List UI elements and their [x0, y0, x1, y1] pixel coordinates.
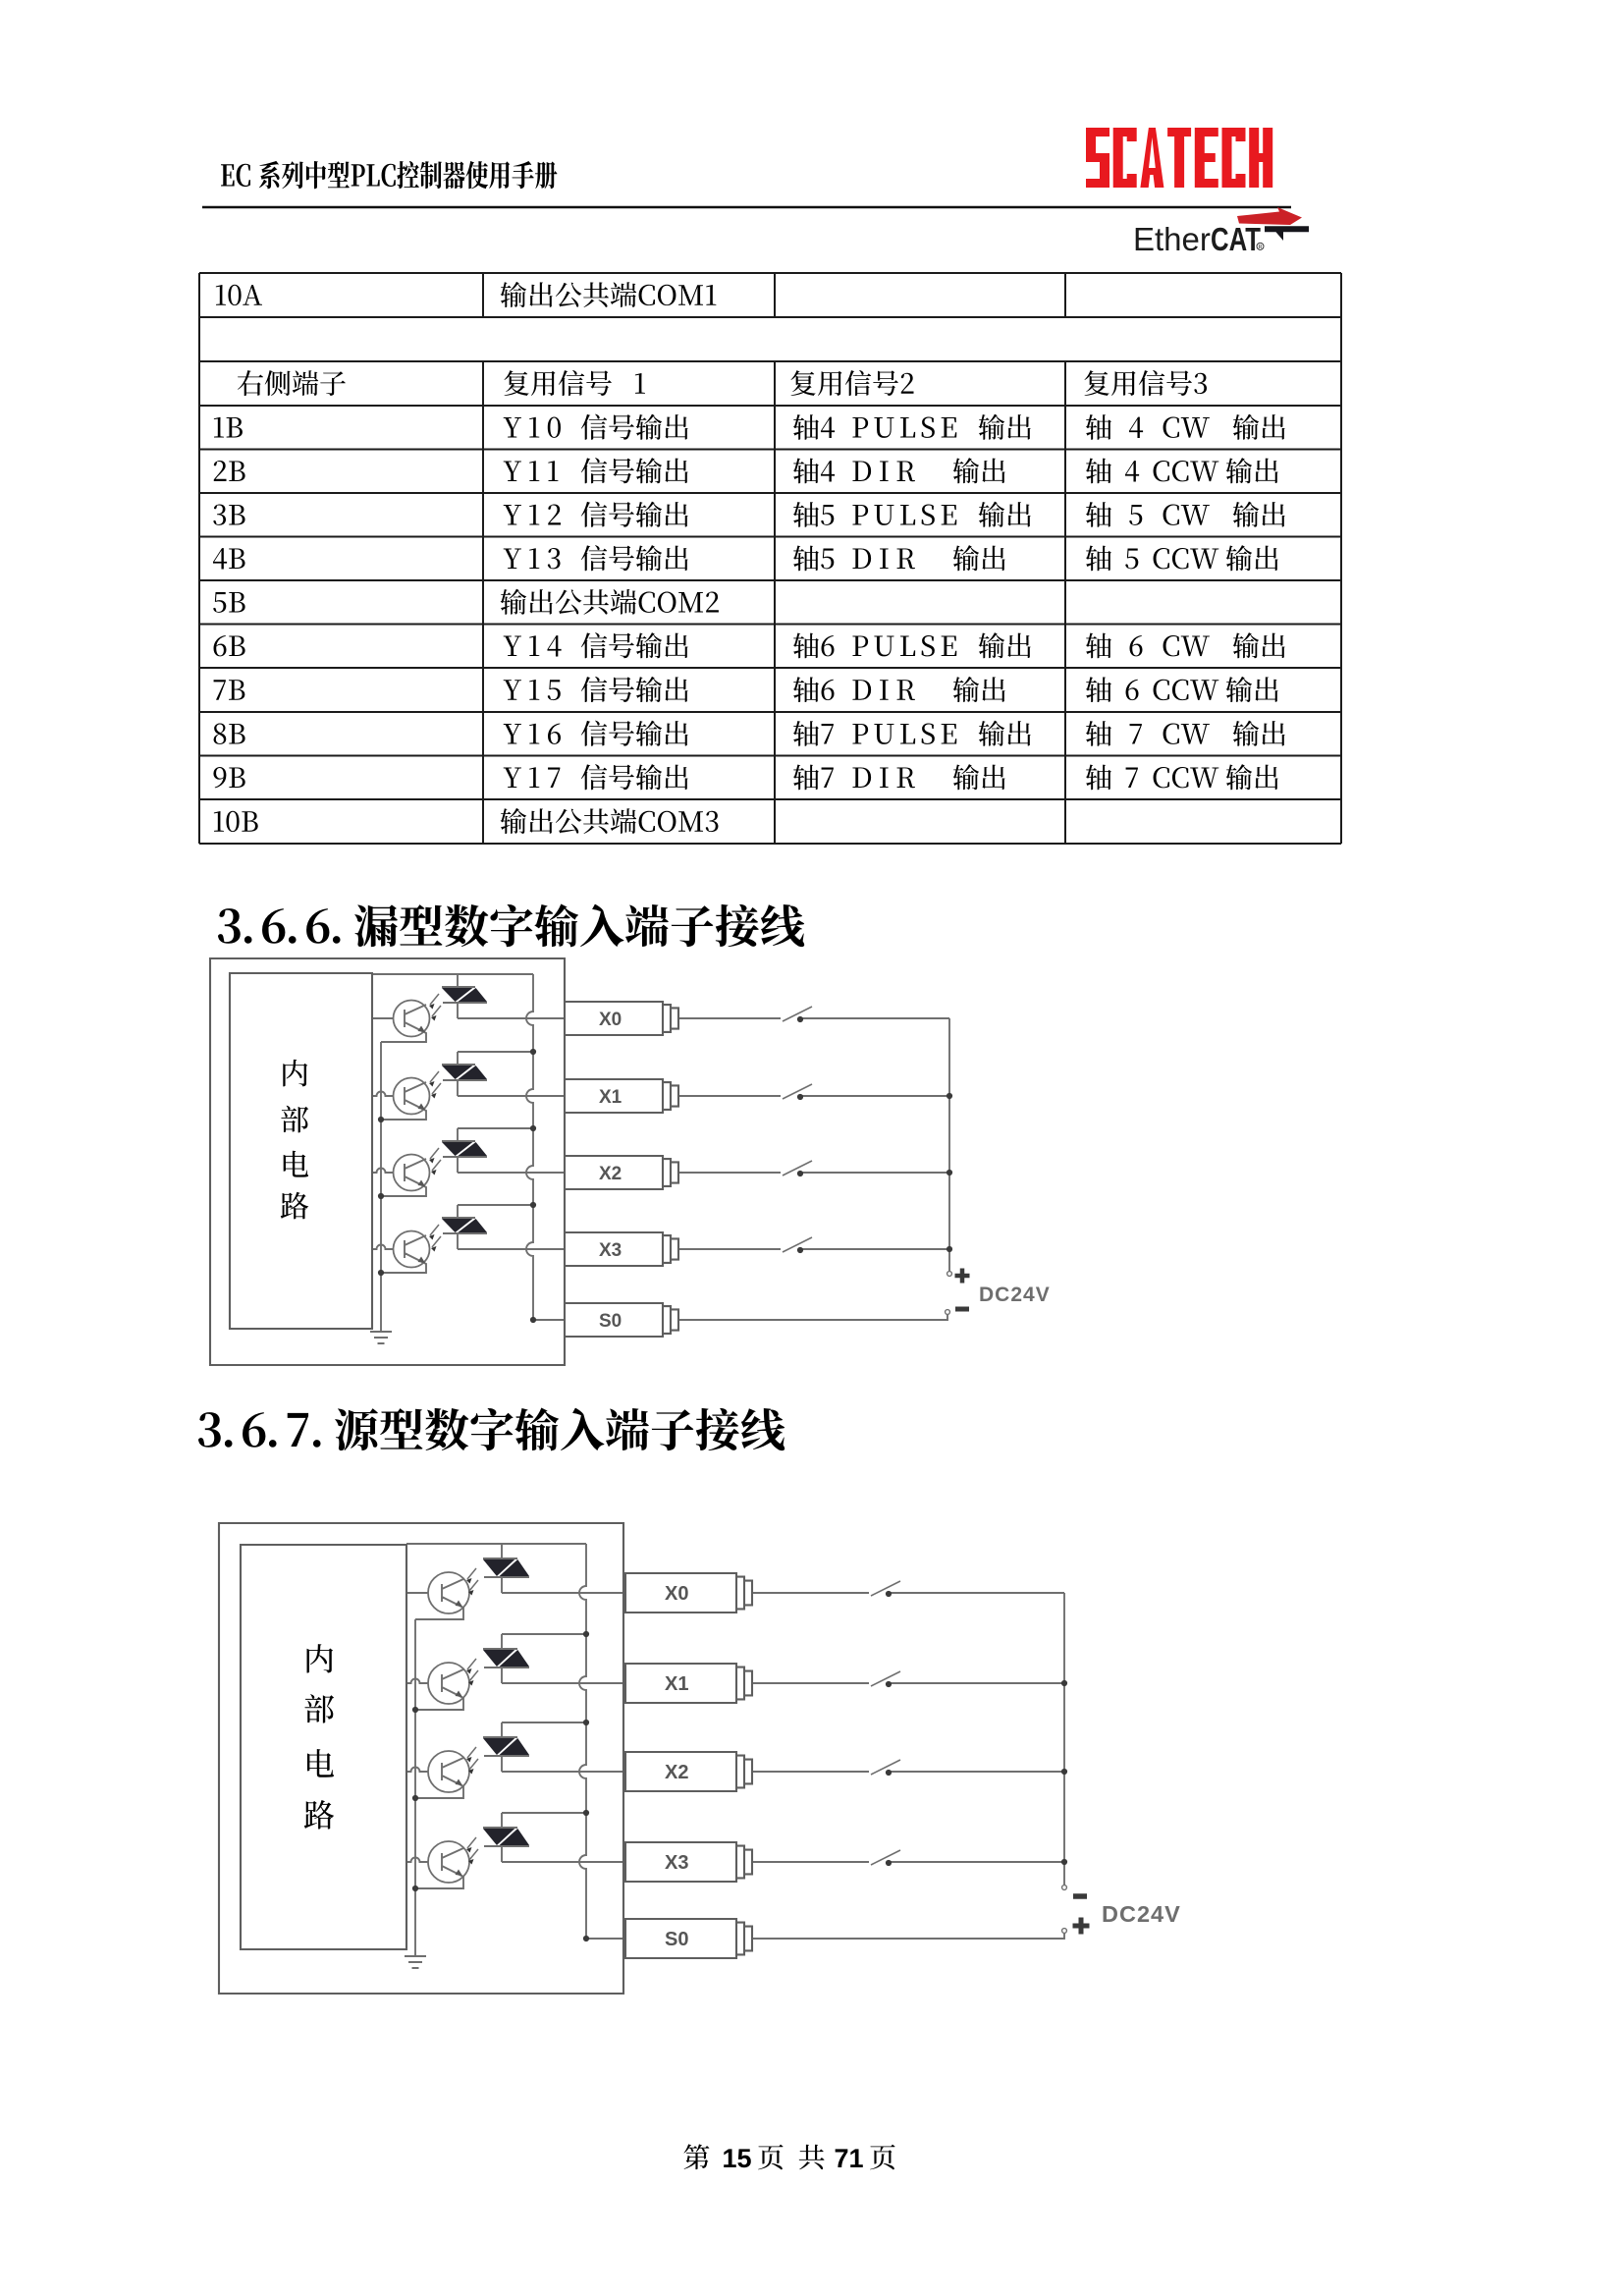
svg-text:X2: X2 [599, 1164, 622, 1184]
svg-text:X1: X1 [665, 1673, 688, 1695]
svg-text:DC24V: DC24V [979, 1284, 1051, 1306]
svg-text:R: R [1258, 245, 1262, 250]
svg-text:DC24V: DC24V [1102, 1901, 1181, 1927]
svg-text:CAT: CAT [1211, 222, 1261, 258]
svg-text:X0: X0 [665, 1583, 688, 1605]
svg-text:S0: S0 [665, 1929, 688, 1950]
svg-text:X2: X2 [665, 1762, 688, 1783]
svg-text:X1: X1 [599, 1087, 622, 1108]
svg-text:S0: S0 [599, 1311, 622, 1332]
svg-text:X0: X0 [599, 1010, 622, 1030]
svg-text:X3: X3 [665, 1852, 688, 1874]
svg-text:Ether: Ether [1133, 221, 1211, 257]
svg-text:X3: X3 [599, 1240, 622, 1261]
